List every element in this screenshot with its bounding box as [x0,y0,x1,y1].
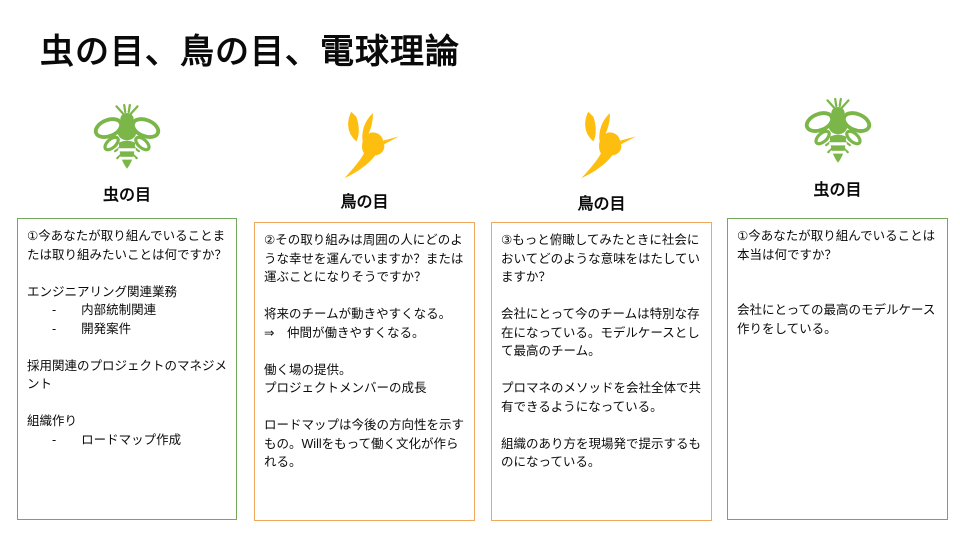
question-box-4: ①今あなたが取り組んでいることは本当は何ですか？ 会社にとっての最高のモデルケー… [727,218,948,520]
page-title: 虫の目、鳥の目、電球理論 [40,33,460,71]
question-box-3: ③もっと俯瞰してみたときに社会においてどのような意味をはたしていますか？ 会社に… [491,222,712,521]
question-box-2: ②その取り組みは周囲の人にどのような幸せを運んでいますか？または運ぶことになりそ… [254,222,475,521]
hummingbird-icon [564,111,640,179]
column-tori-1: 鳥の目 ②その取り組みは周囲の人にどのような幸せを運んでいますか？または運ぶこと… [254,90,475,540]
column-mushi-2: 虫の目 ①今あなたが取り組んでいることは本当は何ですか？ 会社にとっての最高のモ… [727,90,948,540]
bee-icon [92,103,162,177]
question-box-1: ①今あなたが取り組んでいることまたは取り組みたいことは何ですか？ エンジニアリン… [17,218,237,520]
bee-icon [803,97,873,171]
column-label: 虫の目 [813,182,862,199]
column-label: 鳥の目 [340,194,389,211]
column-mushi-1: 虫の目 ①今あなたが取り組んでいることまたは取り組みたいことは何ですか？ エンジ… [17,90,237,540]
hummingbird-icon [327,111,403,179]
column-tori-2: 鳥の目 ③もっと俯瞰してみたときに社会においてどのような意味をはたしていますか？… [491,90,712,540]
column-label: 鳥の目 [577,196,626,213]
column-label: 虫の目 [102,187,151,204]
